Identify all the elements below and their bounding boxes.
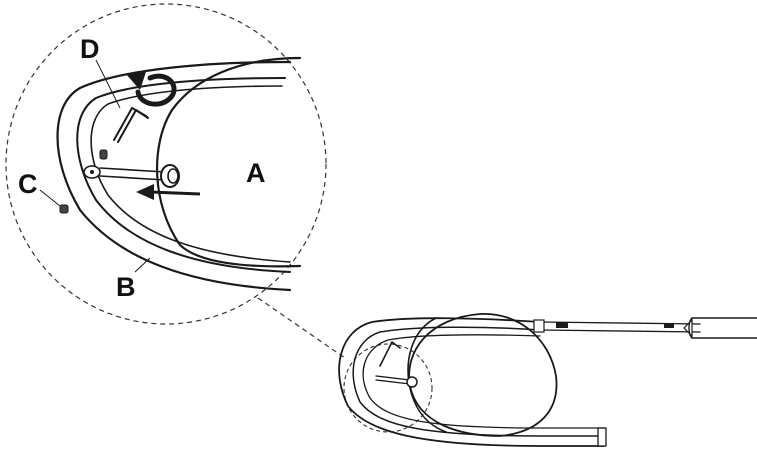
- leader-b: [134, 257, 151, 273]
- clockwise-arrow-icon: [126, 72, 177, 107]
- leader-d: [95, 59, 121, 109]
- magnifier-outline: [5, 3, 327, 325]
- overview-seat: [408, 313, 558, 437]
- overview-rod: [533, 317, 757, 339]
- frame-tube-inner2: [90, 85, 291, 263]
- left-arrow-icon: [136, 184, 201, 200]
- overview-frame-mid: [352, 326, 605, 437]
- callout-a: A: [246, 158, 266, 188]
- hex-key-icon: [113, 107, 149, 143]
- seat-cushion: [155, 56, 302, 268]
- detail-art: [39, 56, 302, 292]
- overview-assembly: [338, 313, 757, 447]
- overview-frame-outer: [338, 317, 605, 447]
- leader-c: [39, 189, 61, 207]
- callout-b: B: [116, 272, 136, 302]
- overview-hex-key: [379, 341, 401, 367]
- callout-c: C: [18, 169, 38, 199]
- frame-tube-outer: [56, 60, 292, 292]
- magnifier-leader: [257, 297, 346, 359]
- overview-frame-inner: [362, 334, 605, 429]
- overview-highlight: [343, 343, 433, 433]
- screw-c: [59, 204, 69, 214]
- callout-d: D: [80, 34, 100, 64]
- detail-view: A B C D: [5, 3, 346, 359]
- screw-small-d: [99, 149, 108, 160]
- bolt-assembly: [83, 164, 180, 188]
